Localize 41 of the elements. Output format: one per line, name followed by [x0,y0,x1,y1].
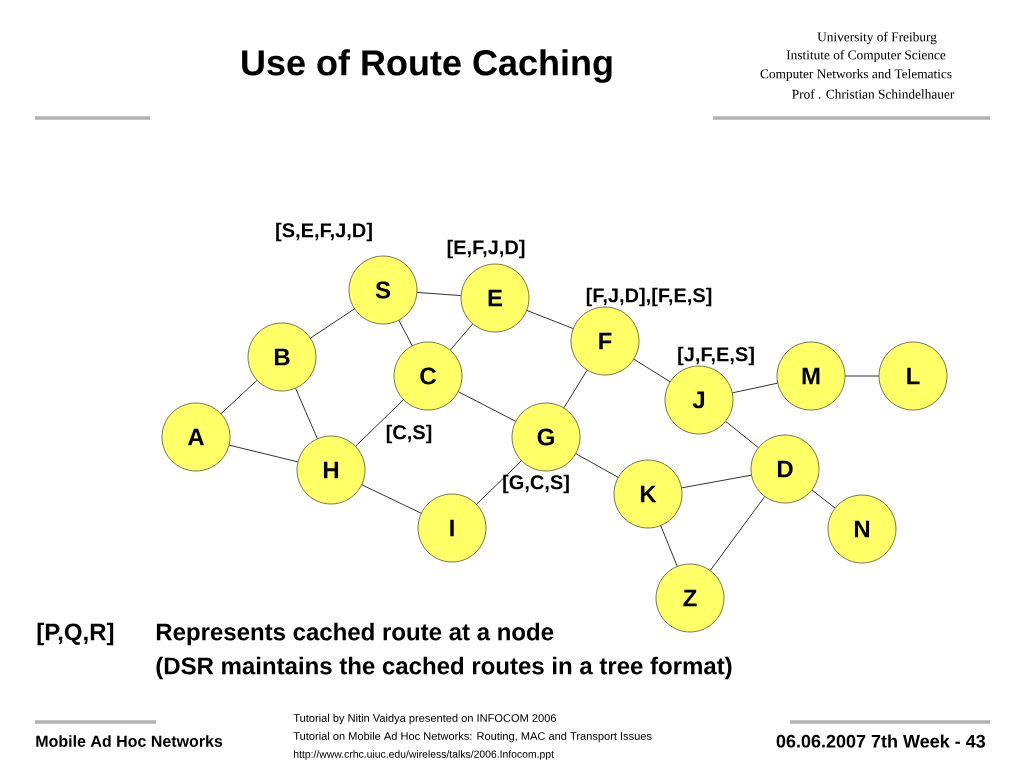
footer-text: http://www.crhc.uiuc.edu/wireless/talks/2006.Infocom.ppt [294,750,554,760]
slide-title: Use of Route Caching [242,49,612,83]
link-line [709,496,766,571]
link-line [660,525,678,567]
route-label: [E,F,J,D] [447,239,525,259]
link-line [681,474,752,489]
header-text: University of Freiburg [817,31,937,45]
legend-note: Represents cached route at a node [156,622,554,646]
link-line [526,310,574,329]
route-label: [G,C,S] [503,474,569,494]
link-line [811,489,836,509]
footer-text: Mobile Ad Hoc Networks [36,735,223,747]
link-line [355,399,404,447]
route-label: [S,E,F,J,D] [276,222,372,242]
legend-note: (DSR maintains the cached routes in a tree format) [156,656,732,680]
link-line [295,388,318,439]
header-text: Prof . Christian Schindelhauer [792,89,955,99]
header-text: Institute of Computer Science [786,49,946,63]
link-line [449,323,474,351]
link-line [416,292,462,296]
legend-note: [P,Q,R] [37,622,114,646]
route-label: [J,F,E,S] [678,346,754,366]
link-line [575,453,619,478]
route-label: [F,J,D],[F,E,S] [586,287,712,307]
link-line [220,379,258,415]
route-label: [C,S] [386,424,432,444]
link-line [732,382,778,394]
link-line [633,358,671,383]
link-line [844,375,880,377]
link-line [228,444,299,463]
link-line [476,460,522,505]
footer-text: Tutorial by Nitin Vaidya presented on INFOCOM 2006 [293,713,556,725]
link-line [310,308,355,339]
link-line [725,421,759,448]
link-line [398,319,413,347]
header-text: Computer Networks and Telematics [760,68,952,82]
link-line [361,484,422,514]
footer-text: Tutorial on Mobile Ad Hoc Networks: Routing, MAC and Transport Issues [293,731,652,743]
link-line [458,391,516,422]
footer-text: 06.06.2007 7th Week - 43 [776,734,986,748]
link-line [563,369,588,409]
